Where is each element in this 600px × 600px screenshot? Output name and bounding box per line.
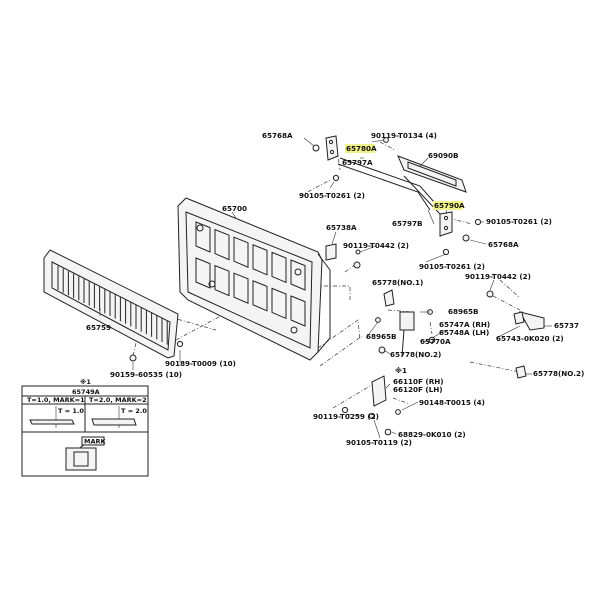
label-65743: 65743-0K020 (2) <box>496 334 564 343</box>
latch-parts <box>129 243 545 436</box>
label-90105-T0261-top: 90105-T0261 (2) <box>299 191 365 200</box>
tailgate-cell <box>271 287 287 320</box>
label-90119-T0134: 90119-T0134 (4) <box>371 131 437 140</box>
highlight-65790A <box>433 201 463 210</box>
label-65780A[interactable]: 65780A <box>346 144 377 153</box>
label-68829: 68829-0K010 (2) <box>398 430 466 439</box>
inset-col2: T=2.0, MARK=2 <box>89 396 147 404</box>
tailgate-cell <box>195 257 211 289</box>
grille-panel-65759 <box>43 249 179 359</box>
label-65737: 65737 <box>554 321 579 330</box>
leader-lines <box>99 137 552 439</box>
tailgate-cell <box>271 251 287 284</box>
label-65790A[interactable]: 65790A <box>434 201 465 210</box>
tailgate-cell <box>290 295 306 327</box>
label-65768A-top: 65768A <box>262 131 293 140</box>
inset-note: ※1 <box>80 377 91 386</box>
tailgate-cell <box>233 272 249 304</box>
label-65747A: 65747A (RH) <box>439 320 490 329</box>
inset-65749A: ※1 65749A T=1.0, MARK=1 T=2.0, MARK=2 T … <box>21 377 149 477</box>
label-65778-no1: 65778(NO.1) <box>372 278 423 287</box>
label-note-mark-a: ※1 <box>395 366 407 375</box>
highlight-65780A <box>345 144 375 153</box>
label-65700: 65700 <box>222 204 247 213</box>
label-69090B: 69090B <box>428 151 458 160</box>
label-65770A: 65770A <box>420 337 451 346</box>
label-90189-T0009: 90189-T0009 (10) <box>165 359 236 368</box>
inset-t2: T = 2.0 <box>121 407 147 415</box>
tailgate-cell <box>214 264 230 297</box>
inset-part: 65749A <box>72 388 100 396</box>
label-65768A-right: 65768A <box>488 240 519 249</box>
label-65797A: 65797A <box>342 158 373 167</box>
tailgate-cell <box>252 244 268 276</box>
tailgate-cell <box>214 228 230 261</box>
label-66120F: 66120F (LH) <box>393 385 443 394</box>
label-90119-T0442-left: 90119-T0442 (2) <box>343 241 409 250</box>
label-90159-60535: 90159-60535 (10) <box>110 370 182 379</box>
inset-col1: T=1.0, MARK=1 <box>27 396 85 404</box>
handle-and-rods <box>312 135 482 256</box>
label-65738A: 65738A <box>326 223 357 232</box>
inset-t1: T = 1.0 <box>58 407 84 415</box>
label-90105-T0119: 90105-T0119 (2) <box>346 438 412 447</box>
label-90105-T0261-right: 90105-T0261 (2) <box>486 217 552 226</box>
label-65759: 65759 <box>86 323 111 332</box>
label-90148-T0015: 90148-T0015 (4) <box>419 398 485 407</box>
tailgate-cell <box>252 280 268 312</box>
tailgate-cell <box>233 236 249 268</box>
label-90119-T0259: 90119-T0259 (2) <box>313 412 379 421</box>
tailgate-cell <box>290 259 306 291</box>
tailgate-panel-65700 <box>177 197 331 361</box>
label-90105-T0261-mid: 90105-T0261 (2) <box>419 262 485 271</box>
label-66110F: 66110F (RH) <box>393 377 444 386</box>
label-68965B-b: 68965B <box>366 332 396 341</box>
label-65778-no2-right: 65778(NO.2) <box>533 369 584 378</box>
label-65797B: 65797B <box>392 219 422 228</box>
label-90119-T0442-right: 90119-T0442 (2) <box>465 272 531 281</box>
label-65748A: 65748A (LH) <box>439 328 489 337</box>
inset-mark: MARK <box>84 438 107 446</box>
label-68965B-a: 68965B <box>448 307 478 316</box>
tailgate-cell <box>195 221 211 253</box>
label-65778-no2-left: 65778(NO.2) <box>390 350 441 359</box>
part-labels: 65768A 65780A 90119-T0134 (4) 69090B 657… <box>86 131 584 447</box>
